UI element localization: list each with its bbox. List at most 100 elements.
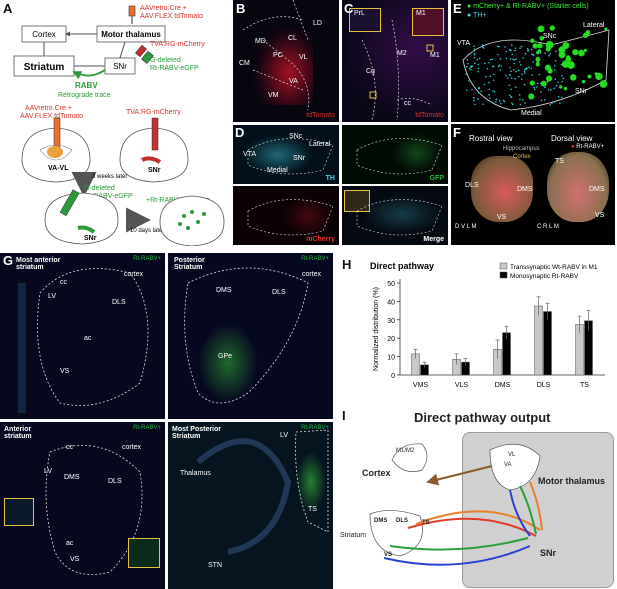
g1-cc: cc — [60, 279, 67, 286]
th-cell — [489, 97, 491, 99]
th-cell — [544, 52, 546, 54]
th-cell — [531, 53, 533, 56]
g1-cortex: cortex — [124, 271, 144, 278]
th-cell — [547, 88, 550, 91]
panel-d: D SNc Lateral VTA SNr Medial TH GFP mChe… — [233, 125, 449, 245]
starter-cell — [585, 30, 591, 36]
region-vm: VM — [268, 92, 279, 99]
th-cell — [483, 83, 486, 86]
panel-c-label: C — [344, 1, 354, 16]
th-cell — [548, 54, 550, 57]
th-cell — [495, 101, 497, 103]
rostral-view: Rostral view — [469, 134, 513, 143]
g2-dls: DLS — [272, 289, 286, 296]
panel-b-outlines — [242, 0, 310, 111]
region-md: MD — [255, 38, 266, 45]
g4-thalamus: Thalamus — [180, 470, 211, 477]
th-cell — [477, 98, 479, 100]
stain-mcherry: mCherry — [306, 236, 335, 243]
th-cell — [495, 98, 498, 101]
e-medial: Medial — [521, 110, 542, 117]
g2-cortex: cortex — [302, 271, 322, 278]
th-cell — [528, 66, 530, 69]
y-tick-label: 30 — [387, 318, 395, 325]
region-cg: Cg — [366, 68, 375, 75]
th-cell — [536, 82, 539, 85]
th-cell — [562, 77, 565, 80]
th-cell — [561, 96, 563, 99]
snr2-text: SNr — [148, 167, 161, 174]
d-gfp: GFP — [342, 125, 448, 184]
th-cell — [509, 94, 511, 97]
i-snr: SNr — [540, 548, 557, 558]
vavl-text: VA-VL — [48, 165, 69, 172]
starter-cell — [540, 80, 547, 87]
th-cell — [522, 57, 524, 59]
g1-title: Most anterior striatum — [16, 257, 61, 271]
th-cell — [498, 45, 500, 48]
panel-i-label: I — [342, 408, 346, 423]
starter-cell — [572, 49, 579, 56]
th-cell — [481, 44, 484, 46]
th-cell — [488, 94, 490, 96]
th-cell — [553, 101, 556, 103]
g3-inset-left — [4, 498, 34, 526]
th-cell — [530, 48, 533, 51]
panel-e: E ● mCherry+ & Rt-RABV+ (Starter cells) … — [451, 0, 615, 122]
g4-stn: STN — [208, 562, 222, 569]
th-cell — [532, 61, 534, 63]
th-cell — [511, 102, 513, 104]
brain-section-2 — [119, 117, 189, 183]
th-cell — [521, 73, 523, 76]
y-tick-label: 0 — [391, 373, 395, 380]
g3-lv: LV — [44, 468, 53, 475]
starter-cell — [570, 74, 577, 81]
thalamus-shape — [489, 443, 541, 491]
x-tick-label: DLS — [537, 382, 551, 389]
th-cell — [476, 58, 479, 61]
th-cell — [526, 67, 528, 69]
th-cell — [492, 79, 495, 81]
f-axes2: C R L M — [537, 224, 559, 230]
th-cell — [505, 57, 508, 60]
th-cell — [520, 45, 523, 48]
f-axis-c: C — [537, 224, 542, 230]
rabv2-l1: G-deleted — [84, 185, 115, 192]
th-cell — [514, 77, 516, 80]
panel-d-label: D — [235, 125, 245, 140]
th-cell — [553, 69, 556, 71]
starter-cell — [530, 38, 535, 44]
th-cell — [488, 61, 490, 64]
g1-vs: VS — [60, 368, 70, 375]
i-vl: VL — [508, 452, 516, 458]
starter-cell — [562, 42, 570, 50]
f-axis-l: L — [466, 224, 470, 230]
panel-c-outlines — [361, 19, 434, 121]
region-snc: SNc — [289, 133, 303, 140]
brain-3d-dorsal — [547, 152, 609, 222]
i-ts: TS — [422, 520, 430, 526]
th-cell — [467, 62, 469, 65]
th-cell — [515, 58, 517, 60]
g1-ac: ac — [84, 335, 92, 342]
th-cell — [491, 101, 494, 104]
th-cell — [499, 102, 502, 105]
starter-cell — [539, 35, 545, 41]
th-cell — [469, 68, 472, 71]
th-cell — [489, 75, 492, 78]
g1-lv: LV — [48, 293, 57, 300]
th-cell — [504, 46, 506, 48]
th-cell — [532, 54, 535, 56]
th-cell — [471, 88, 473, 91]
th-cell — [473, 45, 475, 48]
panel-a-schematic: AAVretro.Cre + AAV.FLEX.tdTomato Cortex … — [13, 5, 225, 246]
x-tick-label: TS — [580, 382, 589, 389]
th-cell — [555, 84, 558, 87]
th-cell — [473, 52, 476, 55]
region-medial: Medial — [267, 167, 288, 174]
starter-cell — [536, 61, 540, 65]
panel-i: I Direct pathway output Cortex M1/M2 VL … — [340, 406, 617, 589]
f-legend-text: Rt-RABV+ — [576, 144, 605, 150]
th-cell — [544, 86, 546, 89]
